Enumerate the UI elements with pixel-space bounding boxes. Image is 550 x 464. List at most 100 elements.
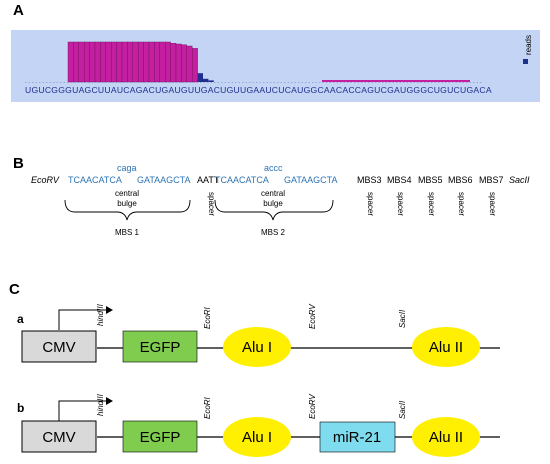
- legend-marker: [523, 59, 528, 64]
- read-bar: [181, 44, 187, 83]
- read-bar: [191, 48, 198, 83]
- alu1-ellipse-b: [223, 417, 291, 457]
- alu2-ellipse-a: [412, 327, 480, 367]
- read-bar: [208, 80, 214, 82]
- mbs2-bulge: accc: [264, 163, 283, 173]
- egfp-box-b: [122, 420, 198, 453]
- construct-a: a CMV EGFP Alu I Alu II hindIII EcoRI Ec…: [17, 303, 500, 367]
- egfp-label-a: EGFP: [140, 339, 181, 356]
- construct-b-tag: b: [17, 401, 24, 415]
- mbs2-left-seq: TCAACATCA: [215, 175, 269, 185]
- hindiii-site-a: hindIII: [96, 303, 105, 326]
- linker-seq: AATT: [197, 175, 220, 185]
- ecori-site-b: EcoRI: [203, 396, 212, 419]
- mbs2-brace: [214, 199, 334, 221]
- read-bar: [203, 78, 209, 82]
- read-bar: [186, 45, 193, 83]
- alu2-ellipse-b: [412, 417, 480, 457]
- panel-c-label: C: [9, 281, 20, 298]
- read-bar: [143, 41, 150, 83]
- mbs1-central-label: central: [115, 189, 139, 198]
- read-bar: [148, 41, 155, 83]
- promoter-arrow-b: [58, 400, 106, 421]
- arrowhead-icon: [106, 306, 113, 314]
- promoter-arrow-a: [58, 309, 106, 330]
- mbs4-label: MBS4: [387, 175, 412, 185]
- mbs2-central-label: central: [261, 189, 285, 198]
- mbs2-label: MBS 2: [261, 228, 286, 237]
- reads-plot: UGUCGGGUAGCUUAUCAGACUGAUGUUGACUGUUGAAUCU…: [11, 30, 540, 102]
- read-bar: [116, 41, 123, 83]
- rna-sequence: UGUCGGGUAGCUUAUCAGACUGAUGUUGACUGUUGAAUCU…: [25, 85, 492, 95]
- read-bar: [73, 41, 80, 83]
- read-bar: [89, 41, 96, 83]
- construct-b: b CMV EGFP Alu I miR-21 Alu II hindIII E…: [17, 393, 500, 457]
- ecorv-site-b: EcoRV: [308, 394, 317, 419]
- egfp-label-b: EGFP: [140, 429, 181, 446]
- read-bar: [67, 41, 74, 83]
- read-bar: [175, 43, 182, 83]
- ecorv-label: EcoRV: [31, 175, 60, 185]
- cmv-label-a: CMV: [42, 339, 75, 356]
- read-bar: [170, 43, 177, 83]
- secondary-read-segment: [322, 80, 470, 82]
- mbs3-label: MBS3: [357, 175, 382, 185]
- read-bar: [127, 41, 134, 83]
- read-bar: [78, 41, 85, 83]
- legend-reads-label: reads: [524, 35, 533, 55]
- read-bar: [159, 41, 166, 83]
- cmv-box-b: [21, 420, 97, 453]
- sacii-site-b: SacII: [398, 400, 407, 419]
- spacer-3: spacer: [396, 192, 405, 216]
- ecorv-site-a: EcoRV: [308, 304, 317, 329]
- alu2-label-b: Alu II: [429, 429, 463, 446]
- read-bar: [94, 41, 101, 83]
- spacer-4: spacer: [427, 192, 436, 216]
- alu1-ellipse-a: [223, 327, 291, 367]
- mbs1-right-seq: GATAAGCTA: [137, 175, 191, 185]
- read-bar: [100, 41, 107, 83]
- read-bar: [121, 41, 128, 83]
- mbs1-label: MBS 1: [115, 228, 140, 237]
- mbs2-right-seq: GATAAGCTA: [284, 175, 338, 185]
- read-bar: [110, 41, 117, 83]
- mir21-box-b: [319, 421, 396, 453]
- cmv-label-b: CMV: [42, 429, 75, 446]
- spacer-6: spacer: [488, 192, 497, 216]
- spacer-2: spacer: [366, 192, 375, 216]
- read-bar: [197, 73, 203, 82]
- spacer-1: spacer: [207, 192, 216, 216]
- spacer-5: spacer: [457, 192, 466, 216]
- ecori-site-a: EcoRI: [203, 306, 212, 329]
- mbs6-label: MBS6: [448, 175, 473, 185]
- mir21-label-b: miR-21: [333, 429, 381, 446]
- cmv-box-a: [21, 330, 97, 363]
- alu1-label-a: Alu I: [242, 339, 272, 356]
- read-bar: [137, 41, 144, 83]
- panel-a-label: A: [13, 2, 24, 19]
- alu2-label-a: Alu II: [429, 339, 463, 356]
- read-bar: [105, 41, 112, 83]
- sacii-label: SacII: [509, 175, 530, 185]
- mbs1-bulge-label: bulge: [117, 199, 137, 208]
- panel-b-label: B: [13, 155, 24, 172]
- read-bar: [154, 41, 160, 83]
- arrowhead-icon: [106, 397, 113, 405]
- read-bar: [83, 41, 90, 83]
- read-bars: [67, 41, 470, 83]
- mbs1-left-seq: TCAACATCA: [68, 175, 122, 185]
- sacii-site-a: SacII: [398, 309, 407, 328]
- mbs5-label: MBS5: [418, 175, 443, 185]
- binding-site-construct: caga accc EcoRV TCAACATCA GATAAGCTA AATT…: [31, 163, 530, 237]
- construct-a-tag: a: [17, 312, 24, 326]
- mbs2-bulge-label: bulge: [263, 199, 283, 208]
- read-bar: [132, 41, 139, 83]
- mbs1-bulge: caga: [117, 163, 137, 173]
- alu1-label-b: Alu I: [242, 429, 272, 446]
- mbs1-brace: [64, 199, 191, 221]
- hindiii-site-b: hindIII: [96, 393, 105, 416]
- mbs7-label: MBS7: [479, 175, 504, 185]
- read-bar: [164, 41, 171, 83]
- egfp-box-a: [122, 330, 198, 363]
